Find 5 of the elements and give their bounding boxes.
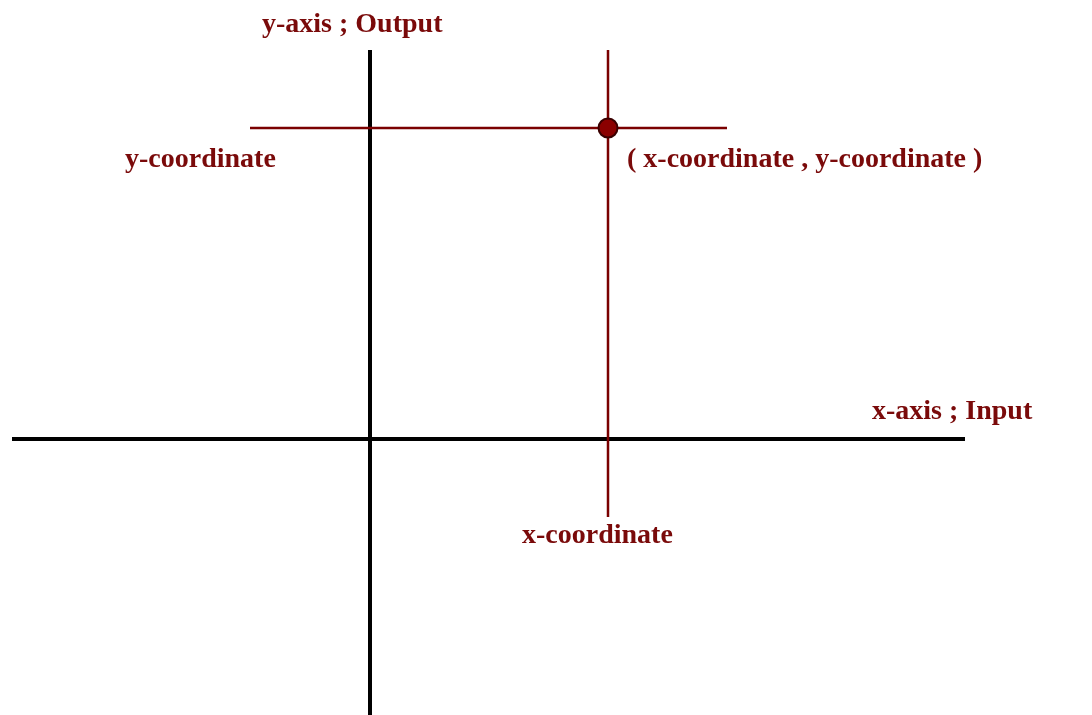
coordinate-label: y-coordinate [125, 141, 276, 175]
axis-label: x-axis ; Input [872, 393, 1033, 427]
axis-label: y-axis ; Output [262, 6, 443, 40]
point-label: ( x-coordinate , y-coordinate ) [627, 141, 983, 175]
coordinate-label: x-coordinate [522, 517, 673, 551]
